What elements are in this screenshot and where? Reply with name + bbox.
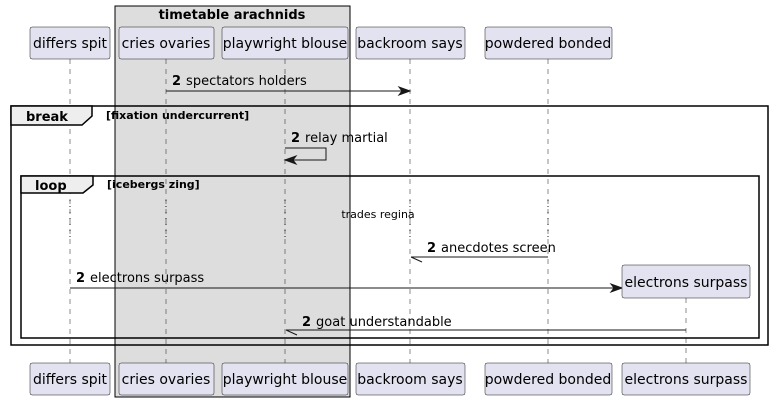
participant-label: backroom says — [357, 372, 462, 388]
break-frame-keyword: break — [26, 110, 68, 125]
loop-frame-guard: [icebergs zing] — [107, 178, 200, 191]
participant-bottom-backroom-says: backroom says — [355, 362, 466, 396]
participant-label: backroom says — [357, 36, 462, 52]
participant-top-powdered-bonded: powdered bonded — [485, 26, 613, 60]
participant-label: electrons surpass — [625, 372, 748, 388]
delay-divider-label: trades regina — [341, 208, 414, 221]
participant-group-title: timetable arachnids — [159, 8, 306, 23]
participant-label: electrons surpass — [625, 275, 748, 291]
participant-label: powdered bonded — [485, 372, 612, 388]
loop-frame-keyword: loop — [35, 179, 67, 194]
participant-bottom-playwright-blouse: playwright blouse — [221, 362, 349, 396]
participant-top-differs-spit: differs spit — [29, 26, 111, 60]
participant-bottom-powdered-bonded: powdered bonded — [485, 362, 613, 396]
participant-label: differs spit — [33, 36, 108, 52]
loop-frame: loop [icebergs zing] — [20, 175, 760, 339]
participant-label: playwright blouse — [223, 36, 348, 52]
participant-top-playwright-blouse: playwright blouse — [221, 26, 349, 60]
participant-group-box — [114, 5, 351, 398]
participant-top-backroom-says: backroom says — [355, 26, 466, 60]
participant-top-cries-ovaries: cries ovaries — [118, 26, 215, 60]
participant-bottom-cries-ovaries: cries ovaries — [118, 362, 215, 396]
participant-label: differs spit — [33, 372, 108, 388]
break-frame-guard: [fixation undercurrent] — [106, 109, 249, 122]
participant-label: cries ovaries — [122, 36, 211, 52]
participant-label: powdered bonded — [485, 36, 612, 52]
participant-label: cries ovaries — [122, 372, 211, 388]
participant-bottom-electrons-surpass: electrons surpass — [621, 362, 751, 396]
participant-bottom-differs-spit: differs spit — [29, 362, 111, 396]
participant-created-electrons-surpass: electrons surpass — [621, 264, 751, 299]
participant-label: playwright blouse — [223, 372, 348, 388]
break-frame: break [fixation undercurrent] — [10, 105, 769, 346]
